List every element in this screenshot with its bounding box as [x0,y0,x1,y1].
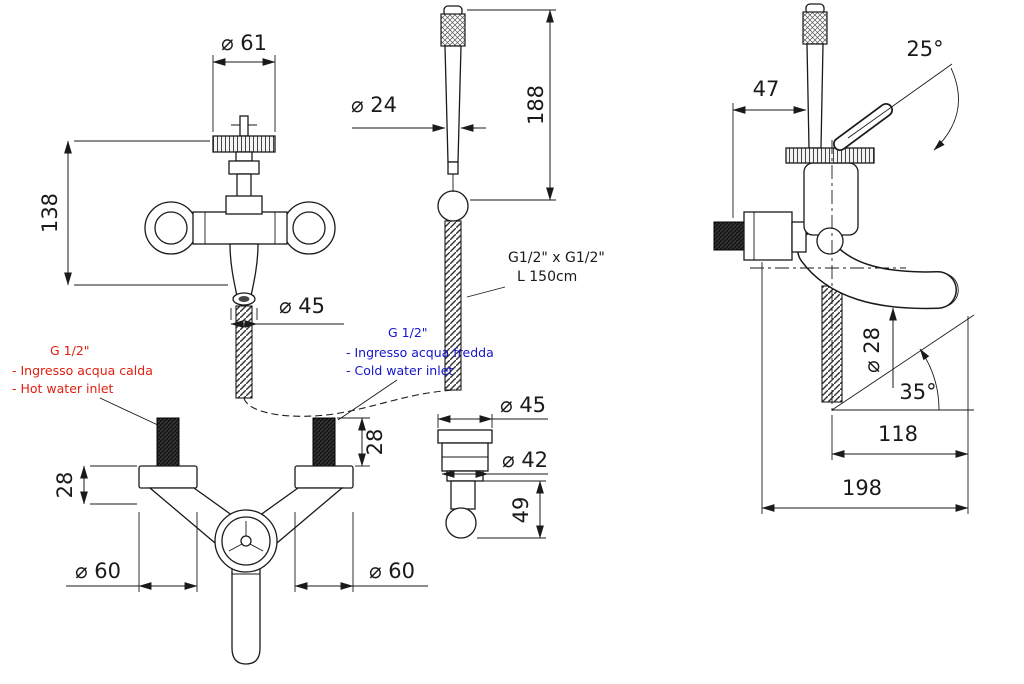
dim-offset-right-label: 28 [363,429,387,456]
dim-flange-right-label: ⌀ 60 [369,559,415,583]
dim-spout-tube-label: ⌀ 28 [860,327,884,373]
dim-spout-tube-28: ⌀ 28 [860,307,897,388]
dim-wall-offset-47: 47 [732,77,807,218]
dim-flange-depth-label: 49 [509,497,533,524]
dim-flange-left-label: ⌀ 60 [75,559,121,583]
mixer-body [192,211,288,245]
bottom-spout [231,565,261,665]
dim-offset-left-label: 28 [53,472,77,499]
hose-spec-thread-label: G1/2" x G1/2" [508,250,605,266]
dim-offset-28-right: 28 [337,417,387,467]
front-view: ⌀ 61 138 ⌀ 45 [38,31,344,399]
dim-flange-60-left: ⌀ 60 [66,512,198,592]
pivot-joint [816,227,844,255]
dim-flange-outer-label: ⌀ 45 [500,393,546,417]
dim-flange-inner-label: ⌀ 42 [502,448,548,472]
dim-spout-angle-35: 35° [831,314,975,411]
dim-height-label: 138 [38,193,62,233]
hose-spec-label: G1/2" x G1/2" L 150cm [466,250,605,298]
hot-inlet-thread-label: G 1/2" [50,343,90,358]
cold-water-inlet-callout: G 1/2" - Ingresso acqua fredda - Cold wa… [337,325,494,421]
dim-offset-28-left: 28 [53,465,137,505]
dim-handle-angle-label: 25° [906,37,943,61]
shower-head [440,13,466,47]
hot-inlet-english-label: - Hot water inlet [12,381,114,396]
dim-height-138: 138 [38,140,228,286]
hose-coil-shower [444,220,462,391]
dim-knob-diameter-label: ⌀ 61 [221,31,267,55]
hot-inlet-stud [156,417,180,467]
cold-inlet-italian-label: - Ingresso acqua fredda [346,345,494,360]
hot-inlet-italian-label: - Ingresso acqua calda [12,363,153,378]
shower-head-side [802,11,828,45]
wall-escutcheon-side [743,211,793,261]
cold-inlet-english-label: - Cold water inlet [346,363,453,378]
knob-wheel-side [785,147,875,164]
hot-water-inlet-callout: G 1/2" - Ingresso acqua calda - Hot wate… [12,343,161,427]
left-flange [138,465,198,489]
bottom-front-view: 28 28 ⌀ 60 ⌀ 60 [53,417,428,665]
dim-flange-60-right: ⌀ 60 [294,512,428,592]
dim-shower-diameter-24: ⌀ 24 [351,93,486,132]
dim-shower-length-label: 188 [524,85,548,125]
flange-detail-view: ⌀ 45 ⌀ 42 49 [437,393,548,539]
knob-wheel [212,135,276,153]
dim-total-reach-198: 198 [761,262,969,514]
dim-shower-diameter-label: ⌀ 24 [351,93,397,117]
dim-total-reach-label: 198 [842,476,882,500]
hand-shower-view: 188 ⌀ 24 G1/2" x G1/2" L 150cm [243,5,605,417]
dim-spout-diameter-label: ⌀ 45 [279,294,325,318]
dim-spout-diameter-45: ⌀ 45 [230,294,344,328]
side-view: 47 25° ⌀ 28 35° 118 198 [713,3,975,514]
shower-handle [444,45,462,163]
dim-spout-reach-label: 118 [878,422,918,446]
right-flange [294,465,354,489]
dim-spout-reach-118: 118 [831,316,969,514]
dim-flange-outer-45: ⌀ 45 [437,393,548,428]
diverter-pin [239,115,249,137]
spout-cone [229,243,259,297]
cold-inlet-thread-label: G 1/2" [388,325,428,340]
dim-spout-angle-label: 35° [899,380,936,404]
dim-knob-diameter: ⌀ 61 [212,31,276,132]
shower-hook-ring [437,190,469,222]
cold-inlet-stud [312,417,336,467]
hose-spec-length-label: L 150cm [517,269,577,285]
dim-flange-inner-42: ⌀ 42 [441,448,548,478]
wall-stud-side [713,221,745,251]
flange-pivot [445,507,477,539]
hose-route-dashed [243,389,454,417]
dim-shower-length-188: 188 [467,9,556,201]
hose-coil-mixer [235,305,253,399]
dim-wall-offset-label: 47 [753,77,780,101]
shower-handle-side [806,43,824,149]
dim-handle-angle-25: 25° [847,37,959,151]
mixer-body-side [803,162,859,236]
dim-flange-depth-49: 49 [477,480,546,539]
spout-opening [238,296,250,302]
